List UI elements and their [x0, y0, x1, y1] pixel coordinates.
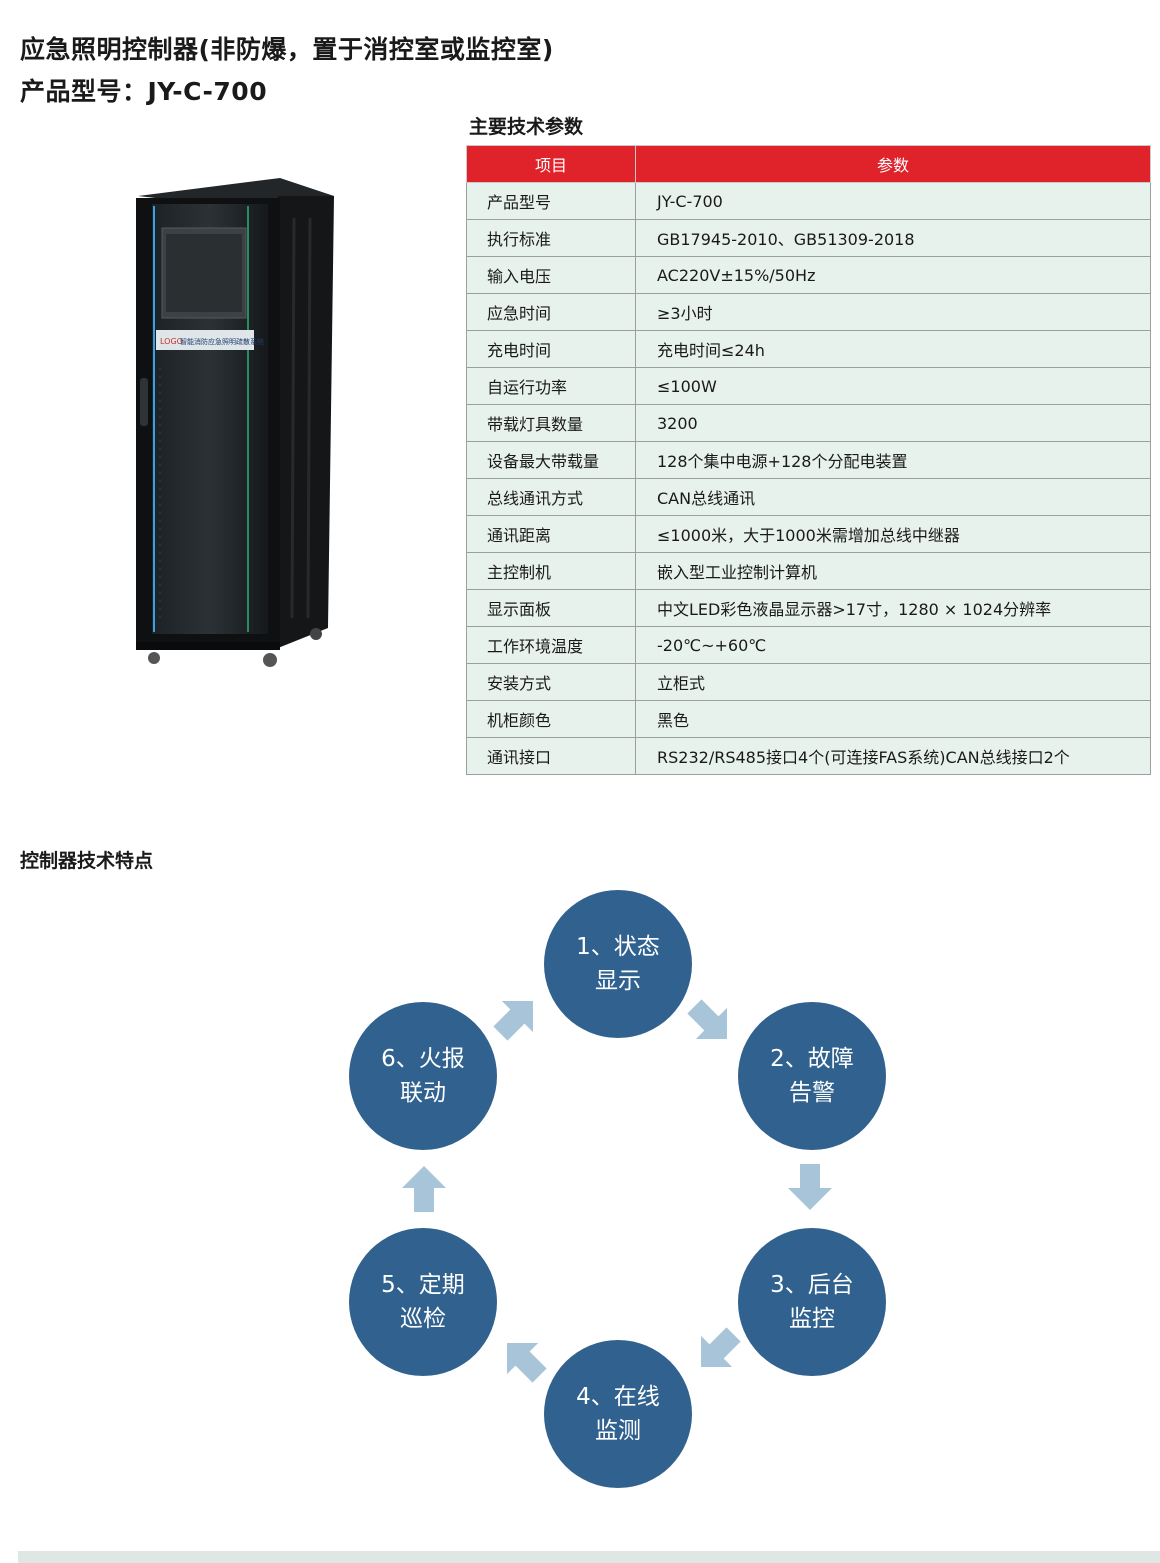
spec-item: 总线通讯方式: [466, 478, 636, 516]
arrow-5-to-6-icon: [402, 1166, 446, 1212]
node-line1: 1、状态: [576, 934, 660, 960]
spec-item: 自运行功率: [466, 367, 636, 405]
node-line2: 联动: [400, 1080, 446, 1106]
feature-node-regular-inspection: 5、定期 巡检: [349, 1228, 497, 1376]
node-line2: 监控: [789, 1306, 835, 1332]
spec-value: ≤1000米，大于1000米需增加总线中继器: [635, 515, 1151, 553]
arrow-1-to-2-icon: [687, 999, 727, 1039]
arrow-6-to-1-icon: [493, 1001, 533, 1041]
spec-item: 输入电压: [466, 256, 636, 294]
node-line1: 6、火报: [381, 1046, 465, 1072]
spec-item: 通讯接口: [466, 737, 636, 775]
spec-value: 立柜式: [635, 663, 1151, 701]
spec-item: 应急时间: [466, 293, 636, 331]
spec-value: 128个集中电源+128个分配电装置: [635, 441, 1151, 479]
spec-item: 显示面板: [466, 589, 636, 627]
column-header-value: 参数: [635, 145, 1151, 183]
arrow-4-to-5-icon: [507, 1343, 547, 1383]
spec-value: RS232/RS485接口4个(可连接FAS系统)CAN总线接口2个: [635, 737, 1151, 775]
node-line1: 5、定期: [381, 1272, 465, 1298]
spec-value: 中文LED彩色液晶显示器>17寸，1280 × 1024分辨率: [635, 589, 1151, 627]
specs-heading: 主要技术参数: [469, 116, 584, 138]
spec-item: 安装方式: [466, 663, 636, 701]
footer-bar: [18, 1551, 1160, 1563]
spec-value: 嵌入型工业控制计算机: [635, 552, 1151, 590]
spec-value: AC220V±15%/50Hz: [635, 256, 1151, 294]
spec-item: 设备最大带载量: [466, 441, 636, 479]
spec-item: 工作环境温度: [466, 626, 636, 664]
table-row: 显示面板中文LED彩色液晶显示器>17寸，1280 × 1024分辨率: [466, 589, 1151, 627]
cabinet-label: 智能消防应急照明疏散系统: [180, 337, 264, 346]
spec-value: 黑色: [635, 700, 1151, 738]
node-line2: 监测: [595, 1418, 641, 1444]
spec-value: ≥3小时: [635, 293, 1151, 331]
page-title: 应急照明控制器(非防爆，置于消控室或监控室): [20, 35, 554, 64]
feature-node-background-monitor: 3、后台 监控: [738, 1228, 886, 1376]
node-line1: 4、在线: [576, 1384, 660, 1410]
table-row: 主控制机嵌入型工业控制计算机: [466, 552, 1151, 590]
cabinet-brand: LOGO: [160, 337, 183, 346]
table-row: 自运行功率≤100W: [466, 367, 1151, 405]
feature-node-fire-linkage: 6、火报 联动: [349, 1002, 497, 1150]
spec-item: 充电时间: [466, 330, 636, 368]
table-row: 应急时间≥3小时: [466, 293, 1151, 331]
feature-node-status-display: 1、状态 显示: [544, 890, 692, 1038]
feature-node-fault-alarm: 2、故障 告警: [738, 1002, 886, 1150]
cabinet-image: LOGO 智能消防应急照明疏散系统: [136, 178, 334, 667]
node-line1: 3、后台: [770, 1272, 854, 1298]
spec-value: 充电时间≤24h: [635, 330, 1151, 368]
node-line2: 巡检: [400, 1306, 446, 1332]
feature-node-online-monitor: 4、在线 监测: [544, 1340, 692, 1488]
spec-item: 机柜颜色: [466, 700, 636, 738]
table-row: 机柜颜色黑色: [466, 700, 1151, 738]
spec-item: 执行标准: [466, 219, 636, 257]
spec-item: 带载灯具数量: [466, 404, 636, 442]
node-line2: 告警: [789, 1080, 835, 1106]
spec-item: 通讯距离: [466, 515, 636, 553]
spec-item: 产品型号: [466, 182, 636, 220]
spec-value: ≤100W: [635, 367, 1151, 405]
arrow-2-to-3-icon: [788, 1164, 832, 1210]
spec-item: 主控制机: [466, 552, 636, 590]
spec-value: GB17945-2010、GB51309-2018: [635, 219, 1151, 257]
spec-value: JY-C-700: [635, 182, 1151, 220]
table-row: 充电时间充电时间≤24h: [466, 330, 1151, 368]
node-line1: 2、故障: [770, 1046, 854, 1072]
spec-value: -20℃~+60℃: [635, 626, 1151, 664]
table-row: 安装方式立柜式: [466, 663, 1151, 701]
arrow-3-to-4-icon: [701, 1327, 741, 1367]
spec-value: CAN总线通讯: [635, 478, 1151, 516]
table-row: 工作环境温度-20℃~+60℃: [466, 626, 1151, 664]
spec-value: 3200: [635, 404, 1151, 442]
features-heading: 控制器技术特点: [20, 850, 154, 872]
column-header-item: 项目: [466, 145, 636, 183]
product-model: 产品型号：JY-C-700: [20, 77, 268, 106]
table-row: 通讯距离≤1000米，大于1000米需增加总线中继器: [466, 515, 1151, 553]
node-line2: 显示: [595, 968, 641, 994]
